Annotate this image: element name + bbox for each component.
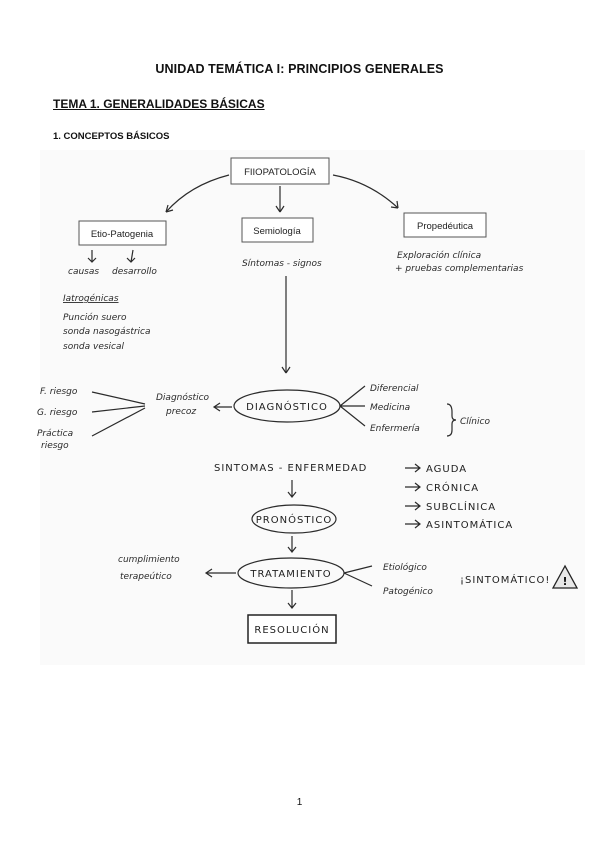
risk-2: G. riesgo — [37, 408, 78, 418]
tratamiento-label: TRATAMIENTO — [249, 569, 331, 580]
section-title: 1. CONCEPTOS BÁSICOS — [53, 131, 170, 142]
trat-branch-lines — [343, 565, 373, 587]
unit-title: UNIDAD TEMÁTICA I: PRINCIPIOS GENERALES — [155, 62, 444, 76]
root-label: FIIOPATOLOGÍA — [244, 167, 316, 178]
warning-icon-mark: ! — [562, 575, 567, 588]
trat-2: Patogénico — [383, 586, 433, 597]
semio-box — [241, 217, 314, 243]
iatro-1: Punción suero — [63, 312, 127, 323]
arrow-to-pronostico — [287, 480, 297, 498]
clinico: Clínico — [460, 417, 490, 427]
topic-title: TEMA 1. GENERALIDADES BÁSICAS — [53, 97, 265, 111]
arrow-root-prope — [332, 174, 399, 209]
arrow-cumplimiento — [204, 568, 236, 578]
page-number: 1 — [296, 797, 303, 808]
sintomatico: ¡SINTOMÁTICO! — [460, 573, 550, 586]
diagnostico-label: DIAGNÓSTICO — [246, 400, 328, 413]
resolucion-label: RESOLUCIÓN — [254, 623, 329, 636]
arrow-desarrollo — [126, 249, 136, 263]
semio-note: Síntomas - signos — [242, 259, 322, 269]
risk-lines — [91, 391, 146, 437]
dx-precoz-1: Diagnóstico — [156, 392, 210, 403]
pronostico-label: PRONÓSTICO — [256, 513, 332, 526]
risk-3a: Práctica — [37, 429, 73, 439]
cumplimiento-1: cumplimiento — [118, 555, 180, 565]
clinico-brace — [446, 403, 457, 437]
cumplimiento-2: terapeútico — [120, 572, 172, 582]
arrow-to-resolucion — [287, 590, 297, 609]
arrow-to-tratamiento — [287, 536, 297, 553]
arrow-head — [390, 200, 399, 209]
etio-label: Etio-Patogenia — [91, 229, 154, 240]
tipo-2: CRÓNICA — [426, 481, 479, 494]
iatro-3: sonda vesical — [63, 342, 125, 352]
iatro-2: sonda nasogástrica — [63, 327, 151, 337]
root-box — [230, 157, 330, 185]
arrow-tipo-1 — [405, 463, 421, 473]
arrow-head — [275, 205, 285, 213]
warning-icon — [551, 564, 579, 589]
arrow-root-etio — [165, 174, 230, 213]
arrow-head — [281, 366, 291, 374]
iatro-title: Iatrogénicas — [63, 293, 119, 304]
dx-precoz-2: precoz — [165, 407, 196, 417]
prope-label: Propedéutica — [417, 221, 474, 232]
arrow-tipo-3 — [405, 501, 421, 511]
sintomas-enfermedad: SINTOMAS - ENFERMEDAD — [214, 463, 367, 474]
tipo-3: SUBCLÍNICA — [426, 500, 496, 513]
arrow-tipo-4 — [405, 519, 421, 529]
dx-3: Enfermería — [370, 424, 420, 434]
resolucion-box — [247, 614, 337, 644]
dx-branch-lines — [339, 385, 366, 427]
trat-1: Etiológico — [383, 562, 427, 573]
tipo-4: ASINTOMÁTICA — [426, 518, 513, 531]
tipo-1: AGUDA — [426, 464, 467, 475]
etio-causas: causas — [68, 267, 99, 277]
etio-desarrollo: desarrollo — [112, 267, 157, 277]
pronostico-ellipse — [251, 504, 337, 534]
arrow-tipo-2 — [405, 482, 421, 492]
etio-box — [78, 220, 167, 246]
dx-2: Medicina — [370, 403, 410, 413]
arrow-head — [165, 204, 174, 213]
prope-box — [403, 212, 487, 238]
semio-label: Semiología — [253, 226, 301, 237]
prope-2: + pruebas complementarias — [395, 264, 524, 274]
risk-1: F. riesgo — [40, 387, 78, 397]
arrow-causas — [87, 250, 97, 263]
arrow-dx-precoz — [212, 402, 232, 412]
risk-3b: riesgo — [41, 441, 69, 451]
prope-1: Exploración clínica — [397, 250, 481, 261]
dx-1: Diferencial — [370, 384, 419, 394]
